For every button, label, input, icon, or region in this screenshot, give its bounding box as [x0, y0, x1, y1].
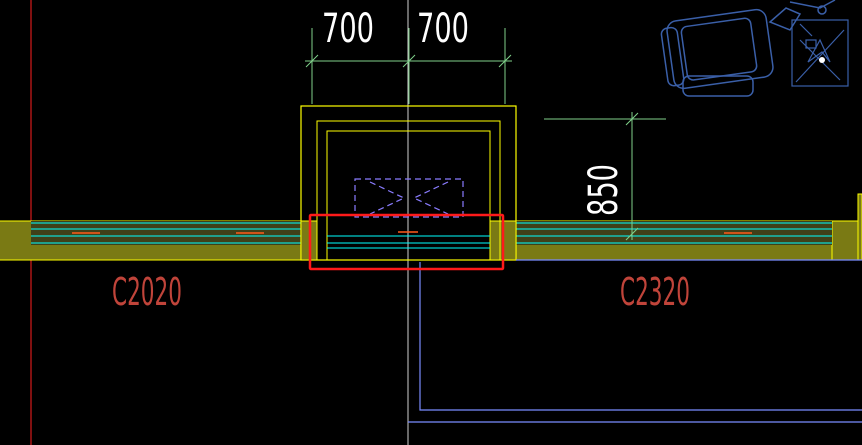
- window-left-glazing: [31, 221, 301, 245]
- selection-highlight-box[interactable]: [308, 213, 505, 271]
- window-label-left: C2020: [112, 270, 182, 314]
- dimension-horizontal: [305, 28, 512, 104]
- dashed-opening-symbol: [354, 178, 464, 218]
- dimension-label-right: 700: [417, 6, 469, 52]
- dimension-label-vertical: 850: [581, 164, 627, 216]
- dimension-vertical: [544, 112, 666, 241]
- window-label-right: C2320: [620, 270, 690, 314]
- dimension-label-left: 700: [322, 6, 374, 52]
- plant-icon: [791, 19, 849, 87]
- armchair-icon: [660, 0, 836, 97]
- window-right-glazing: [516, 221, 832, 245]
- blue-wall-lines: [408, 259, 862, 423]
